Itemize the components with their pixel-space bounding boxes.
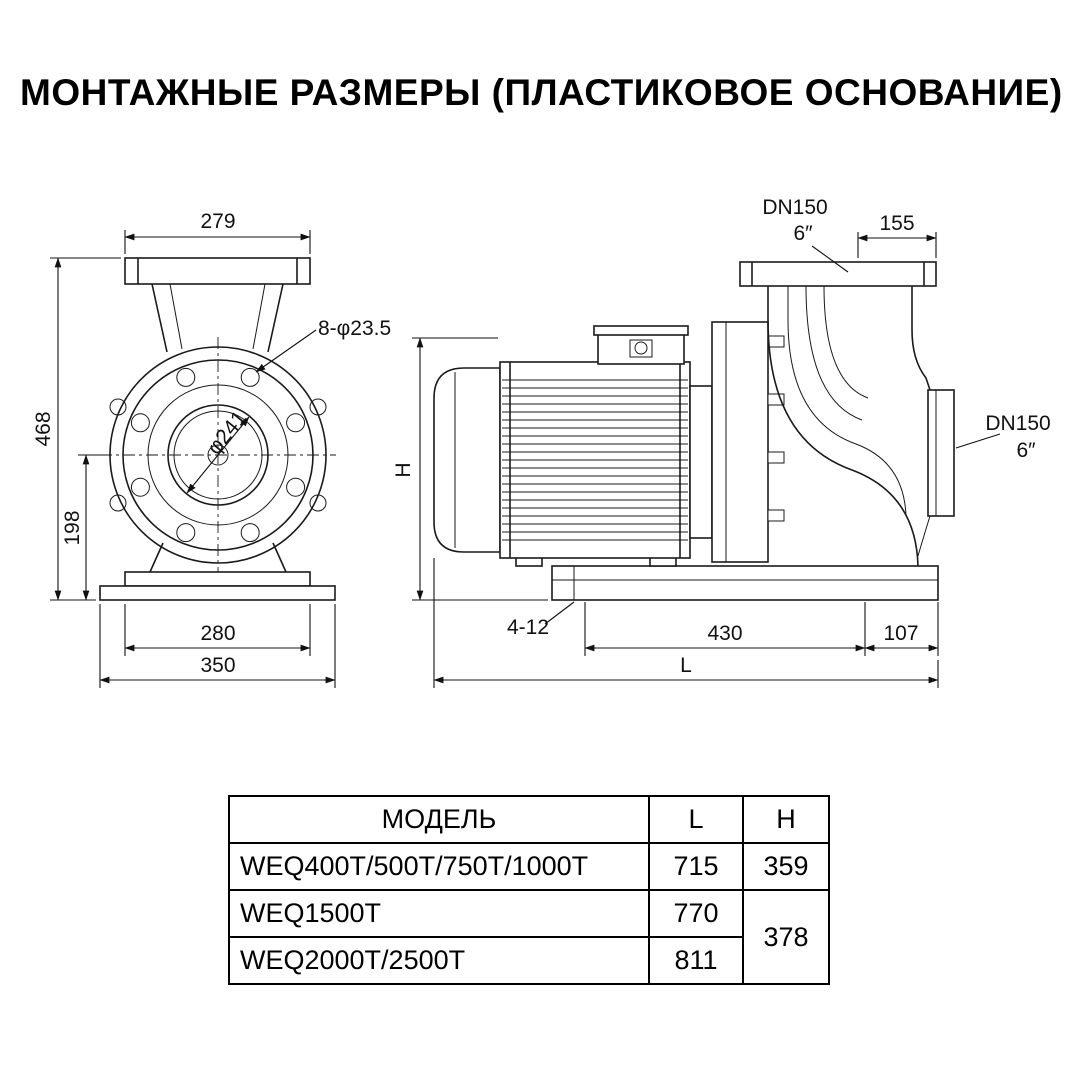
bolt-holes	[130, 367, 306, 543]
h-value-cell-merged: 378	[742, 889, 830, 985]
front-top-flange	[124, 257, 311, 285]
side-view-drawing	[433, 261, 955, 601]
l-value-cell: 811	[648, 936, 744, 985]
col-header-l: L	[648, 795, 744, 844]
model-cell: WEQ400T/500T/750T/1000T	[228, 842, 650, 891]
dim-label-430: 430	[707, 622, 742, 645]
pump-casing-outline	[109, 346, 327, 564]
dim-label-l: L	[680, 654, 692, 677]
label-dn150-top: DN150	[762, 196, 827, 219]
motor-fan-cover	[433, 367, 501, 553]
dim-label-h: H	[392, 462, 415, 477]
front-view-dimensions: 279 468 198 280 350 8-φ23.5 φ24	[32, 210, 391, 688]
dim-label-155: 155	[879, 212, 914, 235]
motor-body	[499, 361, 691, 559]
table-row: WEQ2000T/2500T 811	[228, 936, 829, 985]
front-base-upper	[124, 571, 311, 587]
dim-label-350: 350	[200, 654, 235, 677]
table-row: WEQ1500T 770 378	[228, 889, 830, 985]
side-view-dimensions: DN150 6″ 155 H DN150 6″ 4-12 430	[392, 196, 1051, 688]
model-cell: WEQ2000T/2500T	[228, 936, 650, 985]
table-row: WEQ400T/500T/750T/1000T 715 359	[228, 842, 830, 891]
front-base-lower	[99, 585, 336, 601]
label-dn150-right: DN150	[985, 412, 1050, 435]
dim-label-280: 280	[200, 622, 235, 645]
l-value-cell: 715	[648, 842, 744, 891]
discharge-flange-right	[927, 389, 955, 517]
label-dn150-top-inch: 6″	[793, 222, 813, 245]
pump-bracket	[711, 321, 769, 563]
dim-label-279: 279	[200, 210, 235, 233]
dim-label-bolt-holes: 8-φ23.5	[318, 317, 391, 340]
label-4-12: 4-12	[507, 616, 549, 639]
dimension-table-container: МОДЕЛЬ L H WEQ400T/500T/750T/1000T 715 3…	[228, 795, 830, 985]
label-dn150-right-inch: 6″	[1016, 439, 1036, 462]
terminal-box	[597, 333, 685, 365]
page-title: МОНТАЖНЫЕ РАЗМЕРЫ (ПЛАСТИКОВОЕ ОСНОВАНИЕ…	[20, 72, 1063, 113]
dim-label-468: 468	[32, 411, 55, 446]
dimension-table: МОДЕЛЬ L H WEQ400T/500T/750T/1000T 715 3…	[228, 795, 830, 985]
h-value-cell: 359	[742, 842, 830, 891]
dim-label-107: 107	[883, 622, 918, 645]
front-view-drawing	[99, 257, 336, 601]
col-header-h: H	[742, 795, 830, 844]
model-cell: WEQ1500T	[228, 889, 650, 938]
side-base	[551, 565, 939, 601]
dim-label-inner-diameter: φ241	[203, 407, 251, 459]
col-header-model: МОДЕЛЬ	[228, 795, 650, 844]
suction-flange-top	[739, 261, 937, 287]
table-header-row: МОДЕЛЬ L H	[228, 795, 830, 844]
l-value-cell: 770	[648, 889, 744, 938]
volute-outline	[767, 286, 919, 567]
dim-label-198: 198	[61, 510, 84, 545]
